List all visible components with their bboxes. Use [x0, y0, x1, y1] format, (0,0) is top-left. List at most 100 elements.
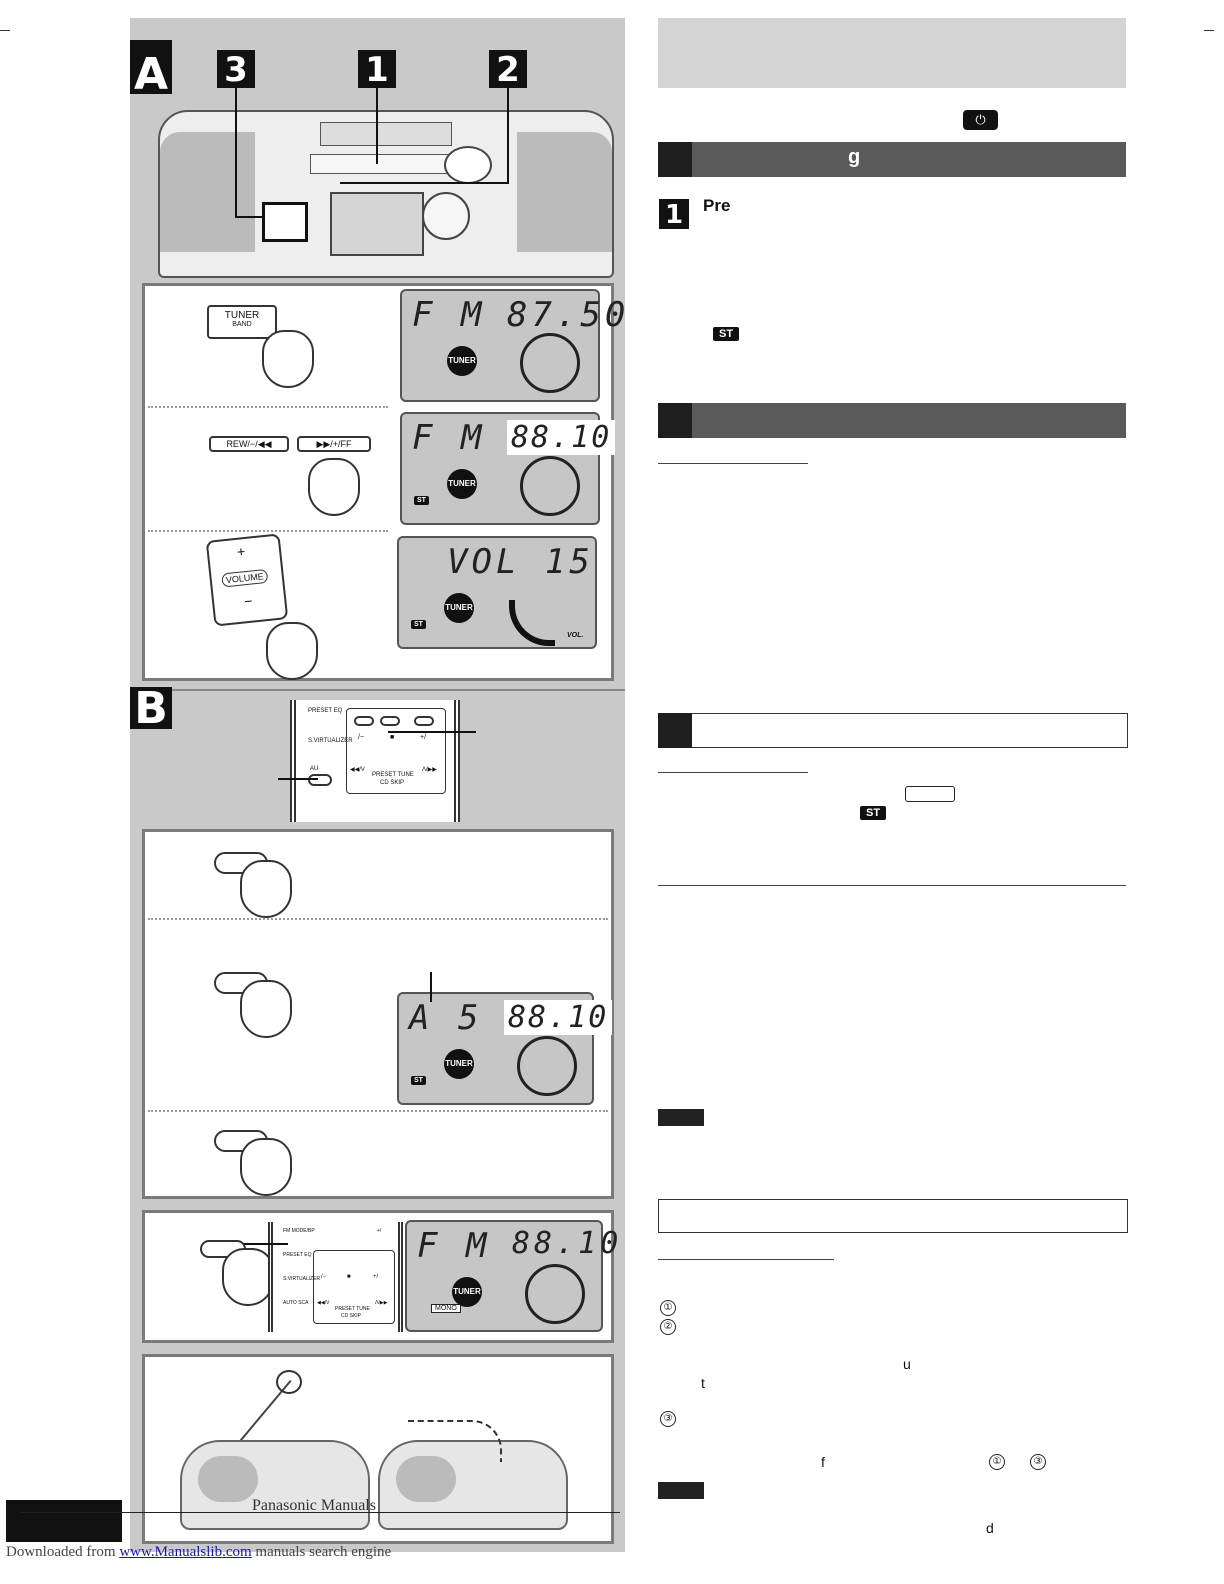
vol-label: VOL. [567, 632, 584, 639]
volume-plus: + [236, 543, 246, 560]
remote-b-pointer-left [278, 778, 318, 780]
display-1-band: F M [412, 295, 486, 335]
boombox-left [180, 1440, 370, 1530]
display-1: F M 87.50 TUNER [400, 289, 625, 402]
remote-c-cd-skip: CD SKIP [341, 1313, 362, 1319]
display-2-band: F M [412, 418, 486, 458]
volume-arc [509, 600, 555, 646]
pressing-hand-b2 [240, 980, 292, 1038]
section-heading-1-cap [658, 142, 692, 177]
antenna-rotate-icon [276, 1370, 302, 1394]
step-1-title: Pre [703, 196, 731, 215]
remote-c-pointer [244, 1243, 288, 1245]
section-heading-2-cap [658, 403, 692, 438]
download-footer: Downloaded from www.Manualslib.com manua… [6, 1544, 391, 1561]
power-icon: ⏻ [963, 110, 998, 130]
underline-2 [658, 772, 808, 773]
remote-b-s-virtualizer: S.VIRTUALIZER [308, 738, 353, 744]
remote-c-plus: +/ [373, 1274, 379, 1280]
display-5-freq: 88.10 [512, 1226, 623, 1261]
remote-c-s-virtualizer: S.VIRTUALIZER [283, 1276, 321, 1282]
watermark: Panasonic Manuals [252, 1497, 376, 1514]
pressing-hand-3 [266, 622, 318, 680]
step-2-box: 2 [489, 50, 527, 90]
remote-c-minus: /− [321, 1274, 327, 1280]
display-3: VOL 15 TUNER ST VOL. [397, 536, 597, 649]
display-4-freq: 88.10 [504, 1000, 613, 1035]
pressing-hand-b3 [240, 1138, 292, 1196]
underline-3 [658, 1259, 834, 1260]
circled-2: ② [660, 1319, 676, 1335]
divider-line [658, 885, 1126, 886]
tuner-band-button: TUNER BAND [207, 305, 277, 339]
display-4: A 5 88.10 TUNER ST [397, 992, 613, 1105]
st-badge-4: ST [411, 1076, 426, 1085]
separator-a2 [148, 530, 388, 532]
st-badge-3: ST [411, 620, 426, 629]
tuner-badge-3: TUNER [444, 593, 474, 623]
display-5-band: F M [417, 1226, 491, 1266]
volume-control: + VOLUME − [205, 533, 289, 627]
downloaded-from-text: Downloaded from [6, 1544, 120, 1560]
step-1-number: 1 [659, 199, 689, 230]
pointer-line-3b [235, 216, 263, 218]
fragment-d: d [986, 1520, 994, 1536]
tuner-badge-5: TUNER [452, 1277, 482, 1307]
section-heading-1 [658, 142, 1126, 177]
display-2-ring [520, 456, 580, 516]
underline-1 [658, 463, 808, 464]
pressing-hand-1 [262, 330, 314, 388]
title-banner [658, 18, 1126, 88]
volume-label: VOLUME [221, 568, 269, 588]
separator-b2 [148, 1110, 608, 1112]
remote-b-pointer-right [388, 731, 476, 733]
boombox-illustration [158, 110, 614, 278]
section-heading-3-cap [658, 713, 692, 748]
search-engine-text: manuals search engine [251, 1544, 392, 1560]
crop-mark-right [1204, 30, 1214, 31]
separator-b1 [148, 918, 608, 920]
page-number-block [6, 1500, 122, 1542]
st-badge-inline-1: ST [713, 327, 740, 341]
remote-c-preset-eq: PRESET EQ [283, 1252, 312, 1258]
separator-a1 [148, 406, 388, 408]
display-2: F M 88.10 TUNER ST [400, 412, 616, 525]
tuner-badge-1: TUNER [447, 346, 477, 376]
circled-3: ③ [660, 1411, 676, 1427]
inline-button-outline [905, 786, 955, 802]
display-4-ring [517, 1036, 577, 1096]
remote-b-cd-skip: CD SKIP [380, 780, 405, 786]
section-heading-3 [658, 713, 1128, 748]
fragment-u: u [903, 1356, 911, 1372]
boxed-heading [658, 1199, 1128, 1233]
remote-b-prev: ◀◀/V [350, 767, 365, 773]
pointer-line-3 [235, 88, 237, 218]
volume-minus: − [243, 592, 254, 610]
ref-circled-1: ① [989, 1454, 1005, 1470]
tuner-label: TUNER [224, 310, 260, 321]
tuner-badge-4: TUNER [444, 1049, 474, 1079]
display-4-band: A 5 [409, 998, 483, 1038]
tuner-badge-2: TUNER [447, 469, 477, 499]
step-3-box: 3 [217, 50, 255, 90]
step-1-box: 1 [358, 50, 396, 90]
section-divider [130, 689, 625, 691]
display-1-freq: 87.50 [507, 295, 630, 335]
remote-c-small-plus: +/ [377, 1228, 382, 1234]
remote-b-plus: +/ [420, 734, 427, 741]
pointer-line-1 [376, 88, 378, 164]
display-5-ring [525, 1264, 585, 1324]
display-3-text: VOL 15 [447, 542, 594, 582]
display-5: F M 88.10 TUNER MONO [405, 1220, 618, 1332]
section-b-letter: B [130, 687, 172, 731]
manualslib-link[interactable]: www.Manualslib.com [119, 1544, 252, 1560]
remote-b-minus: /− [358, 734, 365, 741]
remote-c-prev: ◀◀/V [317, 1300, 330, 1306]
display-1-ring [520, 333, 580, 393]
footer-rule [20, 1512, 620, 1513]
remote-b-au: AU [310, 766, 319, 772]
remote-b-preset-tune: PRESET TUNE [372, 772, 414, 778]
pressing-hand-b1 [240, 860, 292, 918]
remote-c-fm-mode: FM MODE/BP [283, 1228, 315, 1234]
display-4-pointer [430, 972, 432, 1002]
